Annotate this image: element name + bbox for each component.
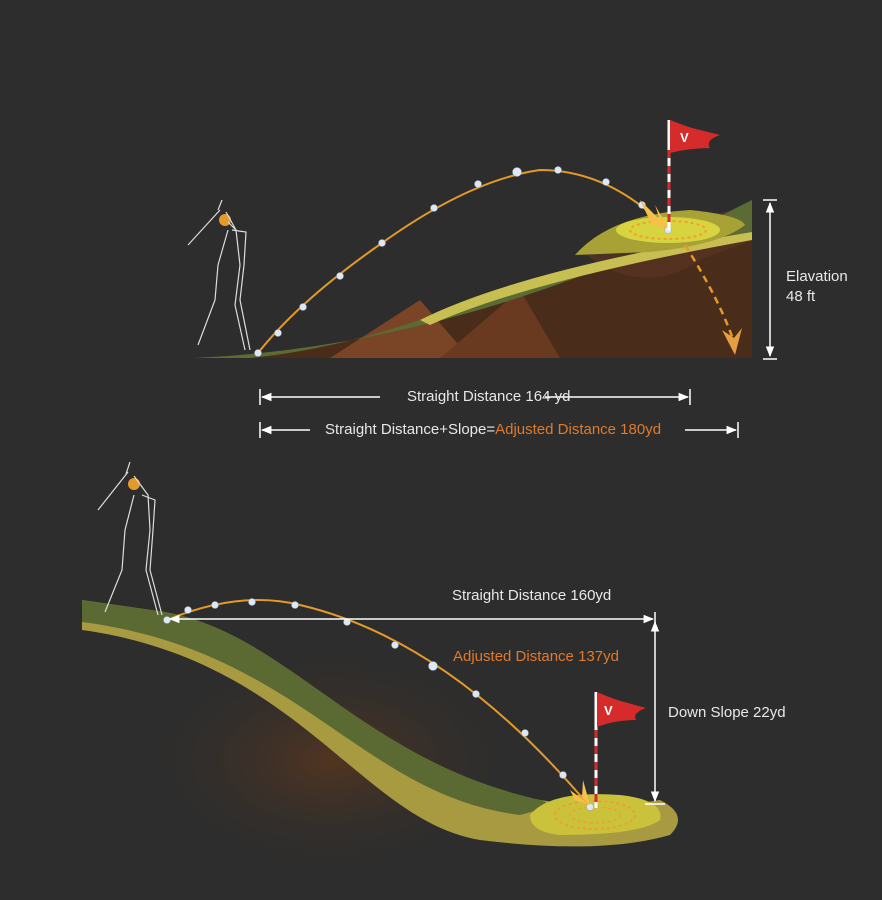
formula-prefix: Straight Distance+Slope= (325, 421, 496, 438)
ball-dot (559, 771, 567, 779)
adjusted-distance-dimension-top (259, 422, 739, 438)
ball-dot (472, 690, 480, 698)
down-slope-label: Down Slope 22yd (668, 704, 786, 721)
golfer-top-icon (187, 199, 251, 351)
ball-dot (430, 204, 438, 212)
ball-dot (474, 180, 482, 188)
ball-dot (274, 329, 282, 337)
ball-dot (299, 303, 307, 311)
uphill-trajectory (254, 166, 742, 357)
elevation-value: 48 ft (786, 288, 816, 305)
ball-dot (391, 641, 399, 649)
ball-dot (291, 601, 299, 609)
ball-dot (378, 239, 386, 247)
impact-burst-icon (570, 780, 590, 805)
ball-dot (163, 616, 171, 624)
roll-arrow (683, 244, 737, 346)
ball-dot (248, 598, 256, 606)
ball-dot (336, 272, 344, 280)
ball-dot (512, 167, 522, 177)
elevation-label: Elavation (786, 268, 848, 285)
elevation-arrow (763, 199, 777, 360)
straight-distance-dimension-bottom (168, 612, 656, 626)
downhill-terrain (82, 600, 678, 847)
ball-dot (211, 601, 219, 609)
svg-text:V: V (604, 703, 613, 718)
ball-dot (602, 178, 610, 186)
ball-dot (586, 803, 594, 811)
straight-distance-dimension-top (259, 389, 691, 405)
ball-dot (521, 729, 529, 737)
golfer-bottom-icon (97, 461, 163, 616)
uphill-flag-icon: V (667, 120, 720, 230)
svg-text:V: V (680, 130, 689, 145)
adjusted-distance-bottom-label: Adjusted Distance 137yd (453, 648, 619, 665)
ball-dot (428, 661, 438, 671)
downhill-flag-icon: V (594, 692, 646, 808)
downhill-green (530, 794, 661, 835)
ball-dot (184, 606, 192, 614)
adjusted-distance-top-value: Adjusted Distance 180yd (495, 421, 662, 438)
adjusted-distance-top-label: Straight Distance+Slope=Adjusted Distanc… (325, 421, 661, 439)
ball-dot (554, 166, 562, 174)
straight-distance-top-label: Straight Distance 164 yd (407, 388, 571, 405)
down-slope-arrow (645, 620, 665, 805)
impact-burst-icon (640, 200, 668, 228)
ball-dot (254, 349, 262, 357)
straight-distance-bottom-label: Straight Distance 160yd (452, 587, 612, 604)
